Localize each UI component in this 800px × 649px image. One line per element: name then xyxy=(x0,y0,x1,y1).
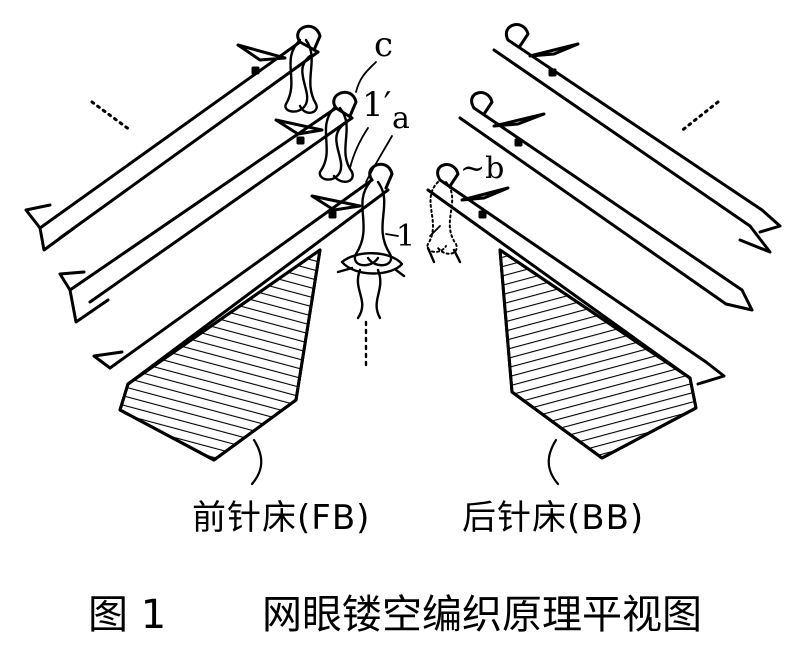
label-a: a xyxy=(392,101,410,136)
label-l: 1 xyxy=(396,219,415,254)
back-bed-brace xyxy=(547,438,560,486)
front-bed-label: 前针床(FB) xyxy=(192,498,371,538)
label-c: c xyxy=(374,25,393,65)
front-needle-top xyxy=(24,24,322,252)
yarn-loops xyxy=(284,38,462,372)
back-bed-label: 后针床(BB) xyxy=(462,498,645,538)
back-needle-bottom xyxy=(426,163,726,460)
figure-title: 网眼镂空编织原理平视图 xyxy=(262,592,702,638)
front-needle-bed xyxy=(24,24,394,462)
back-needle-top xyxy=(492,23,782,254)
figure-number: 图 1 xyxy=(88,592,167,638)
front-needle-middle xyxy=(58,90,358,324)
front-needle-bottom xyxy=(92,162,394,462)
label-b: ~b xyxy=(460,151,504,186)
front-bed-brace xyxy=(250,438,263,486)
back-needle-middle xyxy=(458,91,754,312)
label-l-prime: 1′ xyxy=(362,85,391,125)
back-needle-bed xyxy=(426,23,782,460)
